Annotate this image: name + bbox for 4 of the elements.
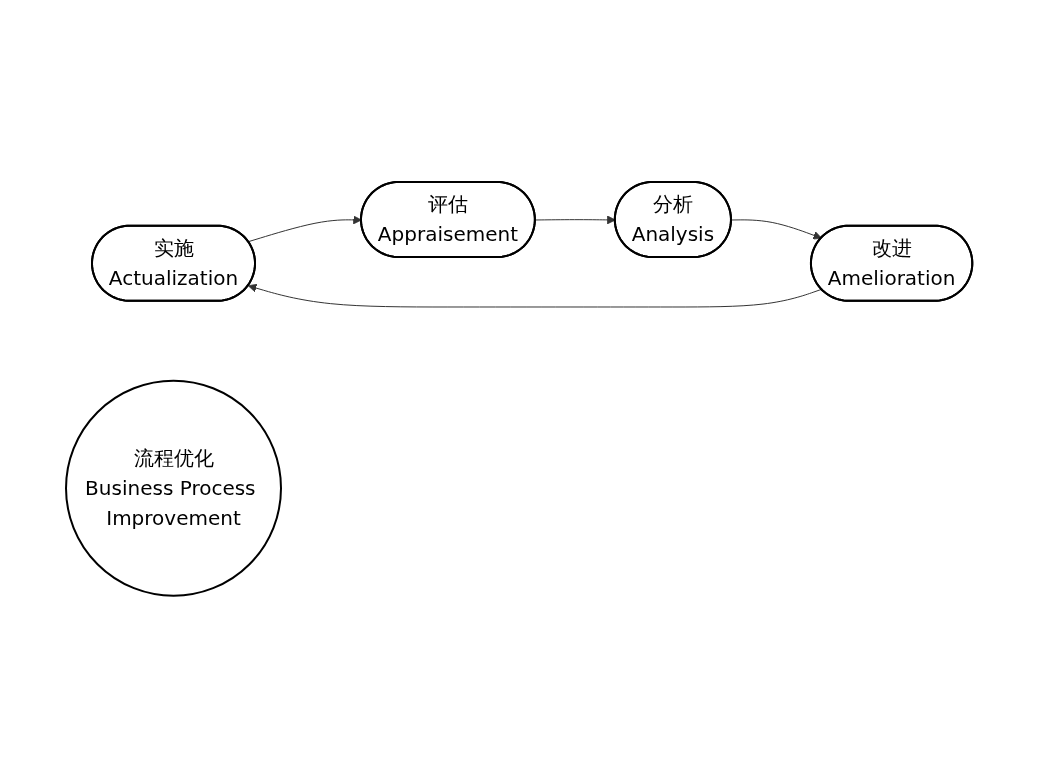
node-circle: 流程优化 Business Process Improvement xyxy=(64,379,282,597)
arrow xyxy=(247,283,822,308)
arrow xyxy=(730,219,822,240)
arrow xyxy=(247,215,362,243)
